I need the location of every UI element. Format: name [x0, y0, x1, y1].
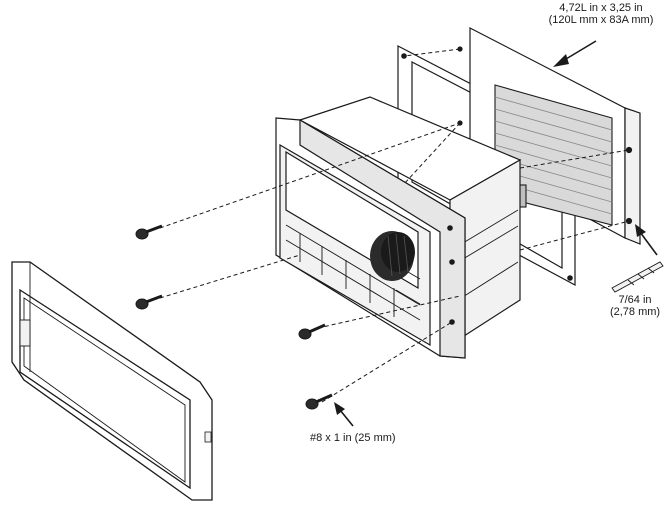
screw-2: [135, 294, 163, 310]
drill-size-mm: (2,78 mm): [609, 306, 661, 318]
sleeve-ribs: [494, 96, 613, 215]
bezel-notch: [204, 431, 212, 443]
screw-label: #8 x 1 in (25 mm): [310, 432, 396, 444]
cutout-dimension-mm: (120L mm x 83A mm): [548, 14, 654, 26]
gasket-hole: [567, 275, 573, 281]
bezel-hole: [449, 319, 455, 325]
screw-3: [298, 323, 326, 340]
trim-bezel: [11, 261, 213, 501]
cutout-dimension-in: 4,72L in x 3,25 in: [559, 2, 643, 14]
front-buttons: [285, 224, 421, 321]
drill-size-in: 7/64 in: [618, 294, 652, 306]
rear-sleeve: [494, 84, 613, 226]
bezel-clip: [19, 319, 31, 347]
rotary-knob: [370, 231, 415, 281]
arrow-cutout: [553, 40, 597, 67]
screw-1: [135, 224, 163, 240]
arrow-drill-hole: [635, 224, 658, 256]
bezel-hole: [447, 225, 453, 231]
arrow-screw: [334, 402, 354, 427]
bezel-hole: [449, 259, 455, 265]
drill-bit: [611, 261, 664, 293]
drill-label: 7/64 in (2,78 mm): [600, 294, 670, 318]
screw-4: [305, 393, 333, 410]
alignment-lines: [159, 48, 630, 403]
cutout-label: 4,72L in x 3,25 in (120L mm x 83A mm): [536, 2, 666, 26]
